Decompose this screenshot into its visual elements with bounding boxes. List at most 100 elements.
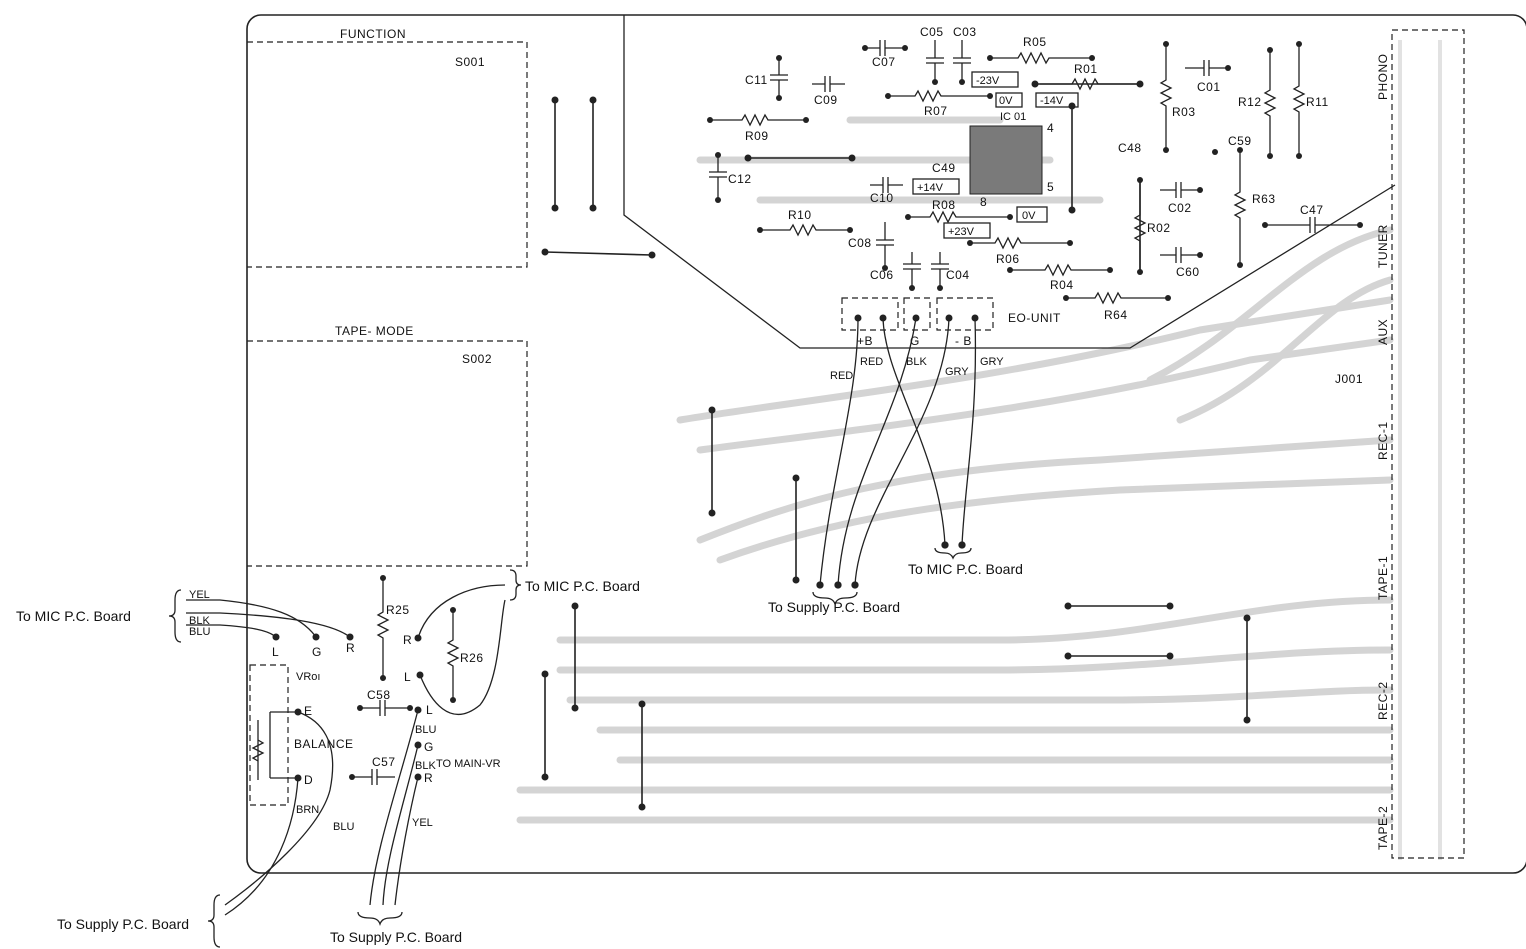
wire-blk-2: BLK: [189, 615, 210, 627]
ic01-pin5: 5: [1047, 180, 1054, 194]
jack-rec1: REC-1: [1376, 421, 1390, 460]
function-switch: FUNCTION S001: [247, 27, 528, 268]
voltage-pos23: +23V: [948, 226, 975, 238]
dest-supply-mid: To Supply P.C. Board: [768, 599, 900, 615]
connector-g: G: [312, 645, 322, 659]
wire-blk-3: BLK: [415, 760, 436, 772]
external-wire-color-labels: YEL BLK BLU BRN BLU BLU BLK YEL: [189, 589, 436, 833]
eo-unit-label: EO-UNIT: [1008, 311, 1061, 325]
label-r03: R03: [1172, 105, 1196, 119]
jack-tape2: TAPE-2: [1376, 806, 1390, 850]
label-r07: R07: [924, 104, 948, 118]
ic01-ref: IC 01: [1000, 111, 1026, 123]
connector-r3: R: [424, 771, 433, 785]
label-c10: C10: [870, 191, 894, 205]
label-c01: C01: [1197, 80, 1221, 94]
wire-gry-1: GRY: [945, 366, 969, 378]
capacitor-symbols: [352, 40, 1360, 785]
label-c06: C06: [870, 268, 894, 282]
label-c09: C09: [814, 93, 838, 107]
tape-mode-switch-title: TAPE- MODE: [335, 324, 414, 338]
wire-blk: BLK: [906, 356, 927, 368]
label-c11: C11: [745, 73, 768, 87]
ic01: IC 01 4 5 8: [969, 111, 1054, 209]
jack-phono: PHONO: [1376, 53, 1390, 100]
connector-l3: L: [426, 703, 433, 717]
label-c12: C12: [728, 172, 752, 186]
voltage-neg23: -23V: [976, 75, 1000, 87]
voltage-labels: -23V 0V -14V +14V 0V +23V: [912, 71, 1079, 239]
label-c57: C57: [372, 755, 396, 769]
wire-yel-2: YEL: [412, 817, 433, 829]
label-r05: R05: [1023, 35, 1047, 49]
connector-e: E: [304, 704, 313, 718]
label-c49: C49: [932, 161, 956, 175]
balance-label: BALANCE: [294, 737, 354, 751]
component-labels: C11 C09 C07 C05 C03 R05 R01 C01 R12 R11 …: [296, 25, 1329, 769]
dest-mic-mid: To MIC P.C. Board: [525, 578, 640, 594]
label-r10: R10: [788, 208, 812, 222]
pcb-traces: [516, 40, 1442, 860]
resistor-symbols: [376, 44, 1306, 700]
label-c08: C08: [848, 236, 872, 250]
tape-mode-switch-ref: S002: [462, 352, 492, 366]
jack-ref: J001: [1335, 372, 1363, 386]
dest-supply-left: To Supply P.C. Board: [57, 916, 189, 932]
label-c60: C60: [1176, 265, 1200, 279]
dest-mic-left: To MIC P.C. Board: [16, 608, 131, 624]
function-switch-title: FUNCTION: [340, 27, 406, 41]
dest-main-vr: TO MAIN-VR: [436, 758, 501, 770]
eo-unit-wires: [812, 317, 977, 607]
jack-panel: J001 PHONO TUNER AUX REC-1 TAPE-1 REC-2 …: [1335, 29, 1465, 859]
dest-supply-bottom: To Supply P.C. Board: [330, 929, 462, 945]
tape-mode-switch: TAPE- MODE S002: [247, 324, 528, 567]
wire-red-2: RED: [860, 356, 883, 368]
wire-blu-3: BLU: [415, 724, 436, 736]
wire-blu: BLU: [189, 626, 210, 638]
jack-tuner: TUNER: [1376, 224, 1390, 268]
voltage-neg14: -14V: [1040, 95, 1064, 107]
label-c02: C02: [1168, 201, 1192, 215]
label-c59: C59: [1228, 134, 1252, 148]
eo-unit-connector: +B G - B EO-UNIT: [841, 297, 1061, 348]
component-pads: [349, 41, 1363, 780]
jack-aux: AUX: [1376, 319, 1390, 345]
connector-g3: G: [424, 740, 434, 754]
label-c04: C04: [946, 268, 970, 282]
eo-plus-b: +B: [857, 334, 873, 348]
label-r06: R06: [996, 252, 1020, 266]
ic01-pin4: 4: [1047, 121, 1054, 135]
eo-wire-color-labels: RED RED BLK GRY GRY: [830, 356, 1004, 382]
label-r12: R12: [1238, 95, 1262, 109]
jack-tape1: TAPE-1: [1376, 556, 1390, 600]
label-r11: R11: [1306, 95, 1329, 109]
label-r26: R26: [460, 651, 484, 665]
label-c03: C03: [953, 25, 977, 39]
label-c47: C47: [1300, 203, 1324, 217]
wire-red-1: RED: [830, 370, 853, 382]
voltage-zero-bot: 0V: [1022, 210, 1036, 222]
connector-l2: L: [404, 670, 411, 684]
eo-minus-b: - B: [955, 334, 972, 348]
label-r64: R64: [1104, 308, 1128, 322]
connector-r2: R: [403, 633, 412, 647]
label-c58: C58: [367, 688, 391, 702]
wire-gry-2: GRY: [980, 356, 1004, 368]
label-r02: R02: [1147, 221, 1171, 235]
label-r09: R09: [745, 129, 769, 143]
label-c48: C48: [1118, 141, 1142, 155]
label-r25: R25: [386, 603, 410, 617]
label-r01: R01: [1074, 62, 1098, 76]
jack-rec2: REC-2: [1376, 681, 1390, 720]
voltage-zero-top: 0V: [999, 95, 1013, 107]
destination-labels: To MIC P.C. Board To MIC P.C. Board To M…: [16, 561, 1023, 945]
voltage-pos14: +14V: [917, 182, 944, 194]
connector-l: L: [272, 645, 279, 659]
ic01-pin8: 8: [980, 195, 987, 209]
label-r63: R63: [1252, 192, 1276, 206]
wire-yel: YEL: [189, 589, 210, 601]
wire-blu-2: BLU: [333, 821, 354, 833]
eo-unit-region-outline: [623, 15, 1396, 349]
connector-d: D: [304, 773, 313, 787]
dest-mic-right: To MIC P.C. Board: [908, 561, 1023, 577]
